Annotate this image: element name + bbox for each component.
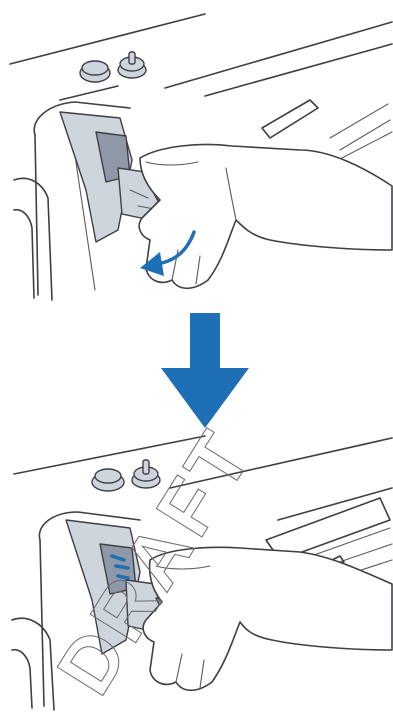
handwheel-inner: [14, 210, 34, 298]
spool-pin: [80, 52, 146, 82]
down-arrow-icon: [161, 313, 249, 428]
machine-body-left: [40, 540, 44, 706]
machine-body-left: [35, 135, 38, 295]
machine-side-lines: [330, 104, 392, 160]
machine-back-edge-2: [205, 44, 392, 96]
machine-back-edge: [165, 22, 392, 88]
hand: [139, 145, 392, 289]
handwheel-inner: [12, 650, 32, 708]
panel-top-illustration: [10, 14, 392, 300]
thread-line: [60, 86, 118, 100]
lever-rod: [262, 100, 318, 138]
machine-top-edge: [10, 14, 205, 64]
